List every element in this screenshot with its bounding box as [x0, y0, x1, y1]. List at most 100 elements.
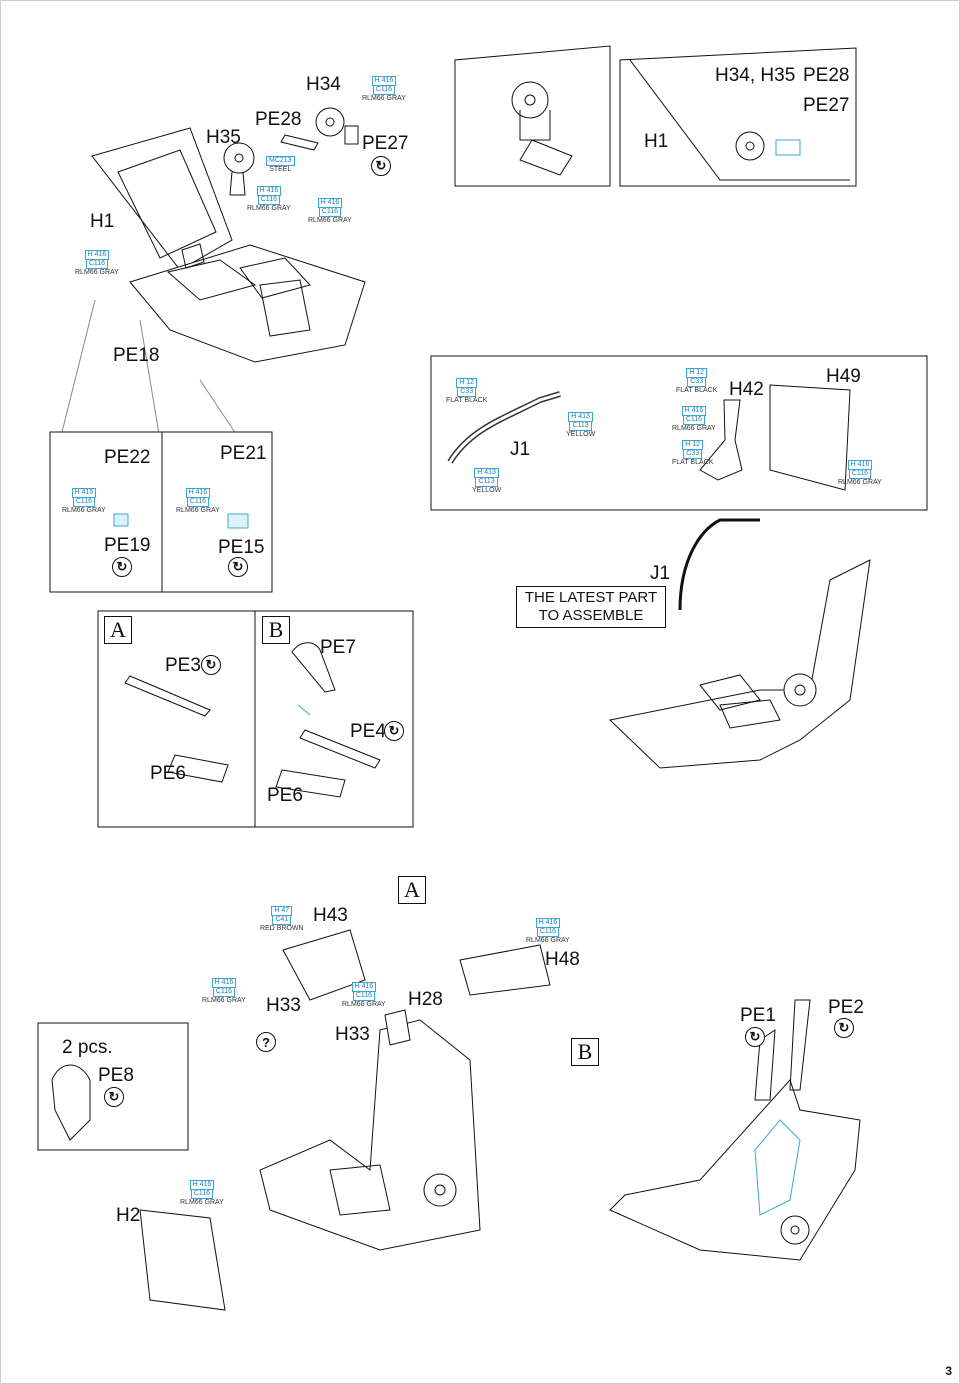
color-c-code: C113 [475, 478, 498, 487]
color-name: RLM66 GRAY [838, 479, 882, 486]
color-code: H 416 [185, 488, 211, 498]
seat-assembly-lower-right [609, 1079, 861, 1261]
pe27-bracket [344, 125, 359, 145]
label-two-pcs: 2 pcs. [62, 1037, 113, 1058]
color-name: RLM66 GRAY [247, 205, 291, 212]
color-c-code: C116 [257, 196, 281, 205]
color-callout-h416: H 416 C116 RLM66 GRAY [672, 406, 716, 433]
color-code: H 416 [71, 488, 97, 498]
color-callout-h12: H 12 C33 FLAT BLACK [446, 378, 487, 405]
seat-assembly-lower-left [259, 1019, 481, 1251]
color-callout-h416: H 416 C116 RLM66 GRAY [362, 76, 406, 103]
color-code: H 416 [847, 460, 873, 470]
color-name: RLM66 GRAY [180, 1199, 224, 1206]
color-c-code: C116 [848, 470, 872, 479]
label-box-a: A [104, 616, 132, 644]
color-code: H 12 [456, 378, 478, 388]
color-code: MC213 [266, 156, 295, 166]
color-c-code: C116 [352, 992, 376, 1001]
color-callout-h416: H 416 C116 RLM66 GRAY [526, 918, 570, 945]
color-callout-h416: H 416 C116 RLM66 GRAY [308, 198, 352, 225]
h49-back-panel [769, 384, 851, 491]
wheel-detail [511, 81, 573, 176]
label-h43: H43 [313, 905, 348, 926]
color-name: YELLOW [472, 487, 502, 494]
color-name: RLM66 GRAY [526, 937, 570, 944]
color-code: H 12 [686, 368, 708, 378]
label-box-a-lower: A [398, 876, 426, 904]
color-name: FLAT BLACK [672, 459, 714, 466]
h42-part [699, 399, 743, 481]
color-callout-h416: H 416 C116 RLM66 GRAY [75, 250, 119, 277]
label-h2: H2 [116, 1205, 141, 1226]
color-callout-h416: H 416 C116 RLM66 GRAY [342, 982, 386, 1009]
color-code: H 416 [189, 1180, 215, 1190]
label-h42: H42 [729, 379, 764, 400]
h43-headrest [282, 929, 366, 1001]
color-callout-h416: H 416 C116 RLM66 GRAY [62, 488, 106, 515]
label-h33-b: H33 [335, 1024, 370, 1045]
color-name: RLM66 GRAY [362, 95, 406, 102]
label-h48: H48 [545, 949, 580, 970]
label-pe4: PE4 [350, 721, 386, 742]
label-pe1: PE1 [740, 1005, 776, 1026]
color-c-code: C116 [536, 928, 560, 937]
label-h28: H28 [408, 989, 443, 1010]
label-pe7: PE7 [320, 637, 356, 658]
color-callout-h416: H 416 C116 RLM66 GRAY [202, 978, 246, 1005]
color-name: RLM66 GRAY [342, 1001, 386, 1008]
color-name: RLM66 GRAY [62, 507, 106, 514]
color-c-code: C116 [85, 260, 109, 269]
color-c-code: C116 [186, 498, 210, 507]
h48-tray [459, 944, 551, 996]
rotate-arrow-icon: ↻ [201, 655, 221, 675]
color-name: FLAT BLACK [676, 387, 718, 394]
pe28-strip [280, 134, 319, 151]
color-callout-h413: H 413 C113 YELLOW [472, 468, 501, 495]
color-callout-h416: H 416 C116 RLM66 GRAY [247, 186, 291, 213]
color-name: RLM66 GRAY [308, 217, 352, 224]
color-name: RLM66 GRAY [176, 507, 220, 514]
label-pe28-detail: PE28 [803, 65, 850, 86]
rotate-arrow-icon: ↻ [384, 721, 404, 741]
latest-part-note: THE LATEST PART TO ASSEMBLE [516, 586, 666, 628]
color-code: H 416 [371, 76, 397, 86]
color-c-code: C33 [687, 378, 707, 387]
label-pe27-detail: PE27 [803, 95, 850, 116]
rotate-arrow-icon: ↻ [112, 557, 132, 577]
color-c-code: C113 [569, 422, 592, 431]
color-code: H 413 [568, 412, 593, 422]
label-h1-top: H1 [90, 211, 115, 232]
label-pe28-top: PE28 [255, 109, 302, 130]
label-pe3: PE3 [165, 655, 201, 676]
page-number: 3 [945, 1364, 952, 1378]
label-pe19: PE19 [104, 535, 151, 556]
color-c-code: C41 [272, 916, 292, 925]
label-box-b-lower: B [571, 1038, 599, 1066]
label-h33-a: H33 [266, 995, 301, 1016]
label-pe6-b: PE6 [267, 785, 303, 806]
color-c-code: C116 [190, 1190, 214, 1199]
color-code: H 416 [351, 982, 377, 992]
label-h49: H49 [826, 366, 861, 387]
color-code: H 416 [256, 186, 282, 196]
label-pe21: PE21 [220, 443, 267, 464]
h2-side-panel [139, 1209, 226, 1311]
color-code: H 47 [271, 906, 293, 916]
question-icon: ? [256, 1032, 276, 1052]
color-callout-mc213: MC213 STEEL [266, 156, 295, 174]
color-c-code: C116 [372, 86, 396, 95]
color-name: RLM66 GRAY [75, 269, 119, 276]
label-pe2: PE2 [828, 997, 864, 1018]
color-callout-h416: H 416 C116 RLM66 GRAY [180, 1180, 224, 1207]
color-code: H 416 [211, 978, 237, 988]
color-code: H 416 [84, 250, 110, 260]
color-callout-h12: H 12 C33 FLAT BLACK [672, 440, 713, 467]
color-callout-h12: H 12 C33 FLAT BLACK [676, 368, 717, 395]
label-j1-hose: J1 [510, 439, 531, 460]
color-code: H 416 [535, 918, 561, 928]
label-pe18: PE18 [113, 345, 160, 366]
label-pe15: PE15 [218, 537, 265, 558]
color-c-code: C116 [318, 208, 342, 217]
